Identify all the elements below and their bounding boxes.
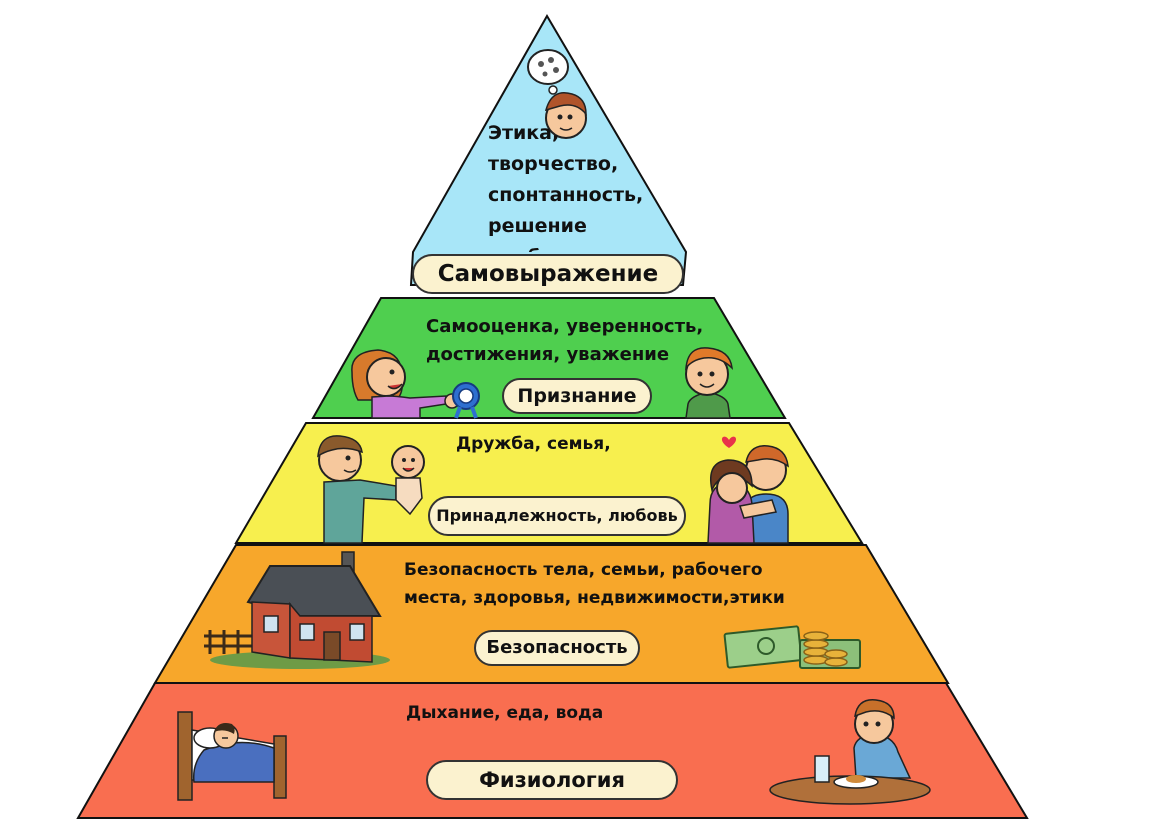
tier-belonging xyxy=(234,422,864,544)
boy-eating-icon xyxy=(769,699,931,805)
tier-2-description: Самооценка, уверенность, достижения, ува… xyxy=(426,316,704,365)
tier-4-description: Безопасность тела, семьи, рабочего места… xyxy=(404,560,785,608)
tier-5-label: Физиология xyxy=(426,760,678,800)
tier-3-description: Дружба, семья, xyxy=(456,434,611,454)
tier-4-label: Безопасность xyxy=(474,630,640,666)
tier-1-label: Самовыражение xyxy=(412,254,684,294)
house-icon xyxy=(204,551,390,669)
thinking-boy-icon xyxy=(527,49,587,139)
tier-esteem xyxy=(311,297,787,419)
tier-3-label: Принадлежность, любовь xyxy=(428,496,686,536)
father-with-baby-icon xyxy=(317,435,425,544)
girl-with-medal-icon xyxy=(351,349,480,419)
sleeping-boy-in-bed-icon xyxy=(177,711,287,801)
boy-icon xyxy=(685,347,733,419)
hugging-couple-icon xyxy=(707,436,789,544)
money-icon xyxy=(723,625,861,669)
tier-2-label: Признание xyxy=(502,378,652,414)
tier-5-description: Дыхание, еда, вода xyxy=(406,703,604,723)
tier-1-description: Этика, творчество, спонтанность, решение… xyxy=(488,122,644,252)
